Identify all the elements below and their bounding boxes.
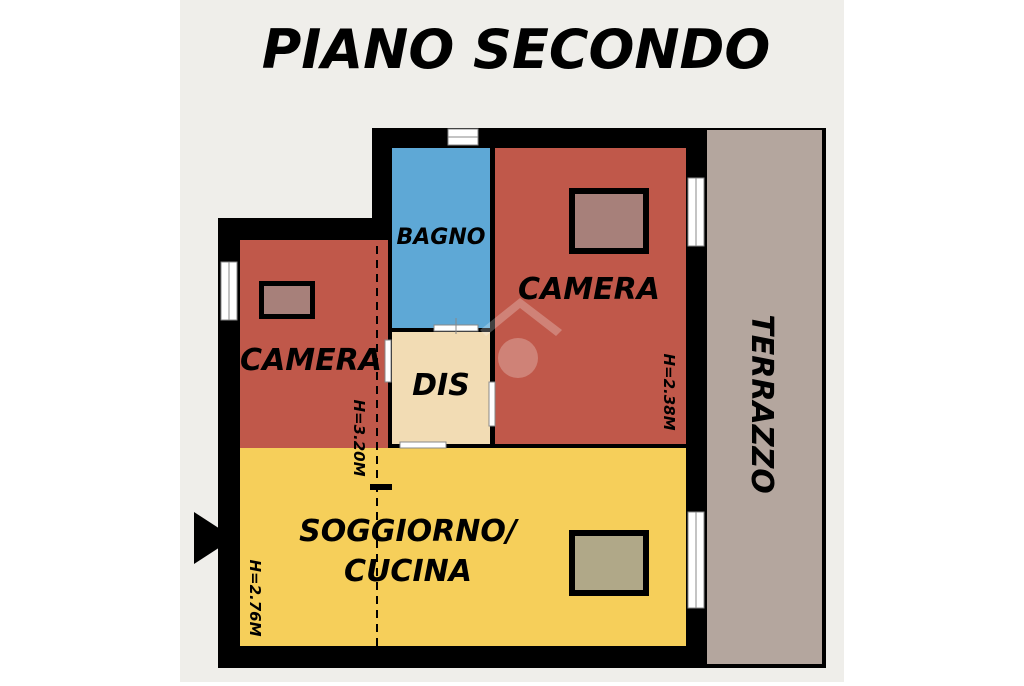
label-terrazzo: TERRAZZO [744, 314, 779, 493]
door-camera-left [384, 339, 392, 383]
skylight-camera-left [259, 281, 315, 319]
label-dis: DIS [412, 368, 470, 403]
entrance-arrow-icon [194, 512, 234, 564]
skylight-soggiorno [569, 530, 649, 596]
room-terrazzo [707, 130, 822, 664]
window-camera-left [220, 261, 238, 321]
plan-title: PIANO SECONDO [262, 18, 771, 81]
partition-wall [370, 484, 392, 490]
watermark-logo [480, 298, 562, 378]
label-soggiorno-line1: SOGGIORNO/ [299, 514, 520, 549]
skylight-camera-right [569, 188, 649, 254]
room-camera-left [240, 240, 388, 484]
height-soggiorno: H=2.76M [246, 559, 264, 636]
door-soggiorno [399, 441, 447, 449]
door-camera-right [488, 381, 496, 427]
window-bagno-top [447, 128, 479, 146]
label-bagno: BAGNO [397, 225, 486, 250]
label-camera-right: CAMERA [518, 272, 660, 307]
room-bagno [392, 148, 490, 328]
window-soggiorno [687, 511, 705, 609]
height-camera-right: H=2.38M [660, 353, 678, 430]
label-soggiorno-line2: CUCINA [344, 554, 472, 589]
room-dis [392, 332, 490, 444]
door-bagno [433, 318, 479, 334]
height-camera-left: H=3.20M [350, 399, 368, 476]
window-camera-right [687, 177, 705, 247]
label-camera-left: CAMERA [240, 343, 382, 378]
